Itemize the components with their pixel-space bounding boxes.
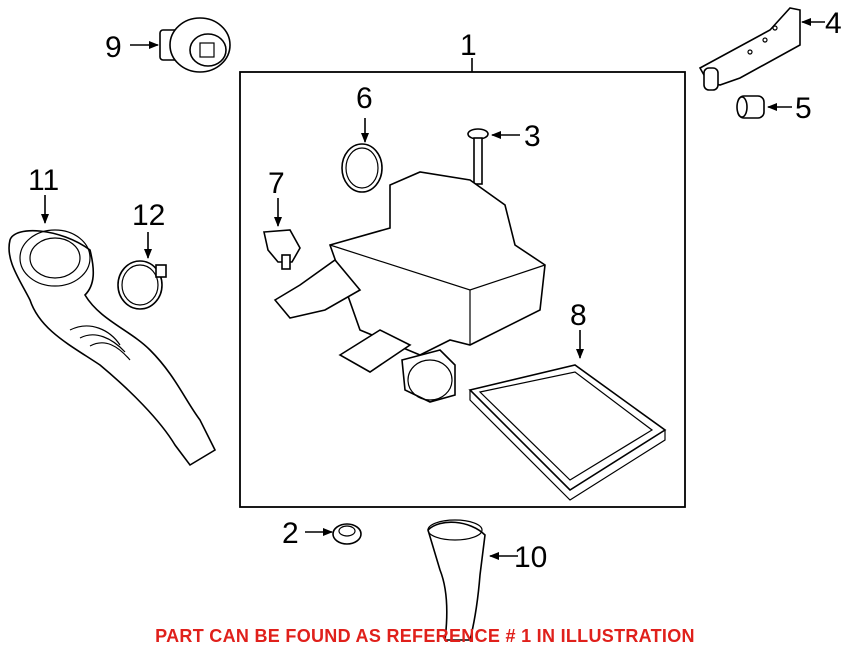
callout-5: 5 <box>795 92 812 125</box>
callout-4: 4 <box>825 7 842 40</box>
part-8-air-filter <box>468 364 667 501</box>
callout-2: 2 <box>282 517 299 550</box>
callout-9: 9 <box>105 31 122 64</box>
reference-note: PART CAN BE FOUND AS REFERENCE # 1 IN IL… <box>155 626 695 646</box>
part-5-grommet <box>736 95 765 119</box>
part-7-sensor <box>263 229 301 270</box>
part-2-grommet <box>332 523 362 545</box>
callout-1: 1 <box>460 29 477 62</box>
part-10-intake-duct <box>427 519 486 641</box>
callout-7: 7 <box>268 167 285 200</box>
callout-11: 11 <box>28 164 59 197</box>
callout-12: 12 <box>132 199 165 232</box>
callout-10: 10 <box>514 541 547 574</box>
part-4-bracket <box>698 7 801 91</box>
part-3-bolt <box>467 128 489 185</box>
part-6-seal-ring <box>341 143 383 193</box>
part-9-mass-airflow-sensor <box>159 17 231 73</box>
part-11-intake-hose <box>8 229 217 467</box>
callout-3: 3 <box>524 120 541 153</box>
part-12-hose-clamp <box>117 260 167 310</box>
assembly-box <box>239 71 686 508</box>
callout-8: 8 <box>570 299 587 332</box>
callout-6: 6 <box>356 82 373 115</box>
part-1-air-cleaner-housing <box>273 171 546 403</box>
